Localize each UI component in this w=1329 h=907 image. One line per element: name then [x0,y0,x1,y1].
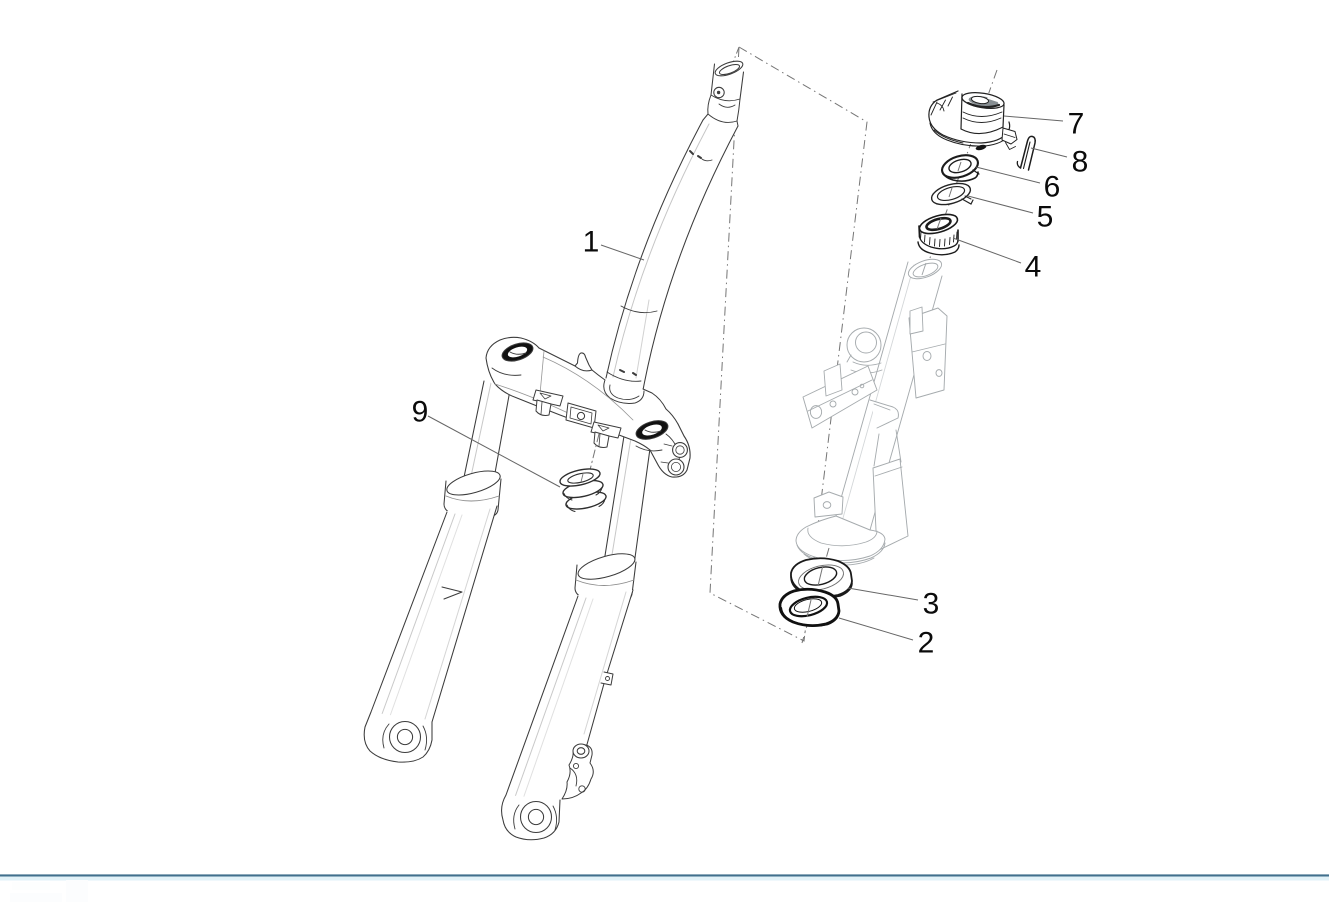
footer-rule [0,874,1329,902]
part-9-spring-washers [559,433,607,512]
triple-clamp [485,336,691,478]
callouts-layer: 1 2 3 4 567 8 9 [412,108,1089,660]
part-8-clip [1016,135,1036,171]
lower-axis-dashline [801,547,830,644]
callout-leader-9 [427,415,561,488]
part-7-lock-assembly [928,90,1018,151]
callout-leader-6 [975,166,1041,184]
callout-leader-8 [1030,147,1068,158]
callout-number-9: 9 [412,396,429,429]
callout-leader-4 [952,237,1022,264]
fork-assembly-drawing [363,60,745,841]
callout-number-1: 1 [583,226,600,259]
callout-leader-5 [967,195,1034,214]
axis-hole-segments [580,161,962,618]
callout-leader-3 [847,587,919,601]
part-5-washer [930,182,974,206]
part-4-bearing [917,213,960,256]
callout-number-6: 6 [1044,171,1061,204]
callout-number-8: 8 [1072,146,1089,179]
left-stanchion [462,378,513,485]
callout-number-3: 3 [923,588,940,621]
right-stanchion [603,433,653,566]
left-fork-leg [363,470,502,763]
right-fork-leg [501,553,637,841]
frame-steering-column-ghost [795,258,948,566]
callout-leader-2 [838,617,914,641]
steering-tube [605,60,745,391]
callout-number-4: 4 [1025,251,1042,284]
callout-number-7: 7 [1068,108,1085,141]
callout-leader-1 [600,244,645,261]
callout-number-5: 5 [1037,201,1054,234]
callout-number-2: 2 [918,627,935,660]
callout-leader-7 [1003,115,1064,122]
